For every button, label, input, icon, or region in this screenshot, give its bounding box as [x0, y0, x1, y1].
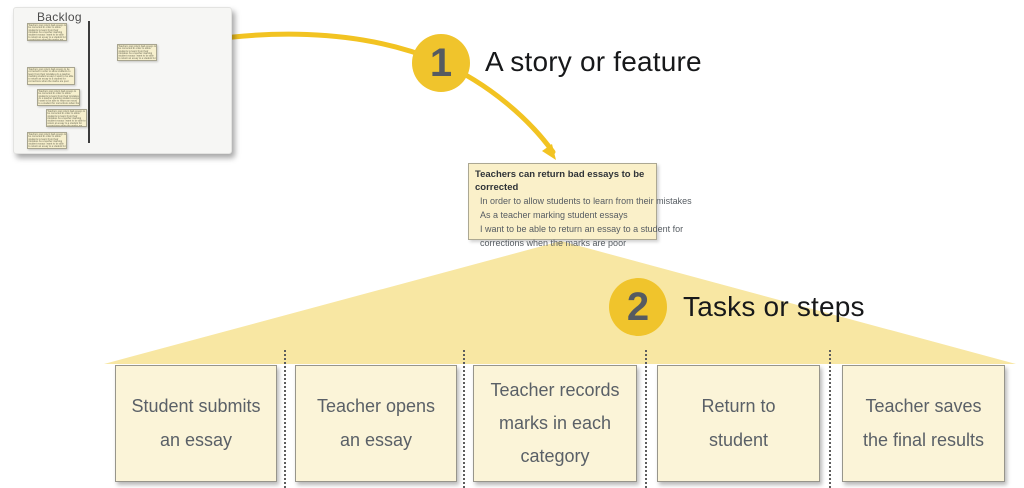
backlog-column-divider [88, 21, 90, 143]
step-1-label: A story or feature [485, 46, 702, 77]
step-1-number: 1 [429, 41, 453, 85]
backlog-sticky-note: Teachers can return bad essays to be cor… [27, 23, 67, 41]
backlog-sticky-note: Teachers can return bad essays to be cor… [27, 132, 67, 149]
step-2-badge: 2 [609, 278, 667, 336]
story-card-title: Teachers can return bad essays to be cor… [475, 169, 645, 193]
task-separator [284, 350, 286, 488]
backlog-sticky-note: Teachers can return bad essays to be cor… [37, 89, 80, 106]
sticky-note-text: Teachers can return bad essays to be cor… [28, 68, 74, 83]
backlog-title: Backlog [37, 10, 82, 24]
backlog-panel: Backlog Teachers can return bad essays t… [13, 7, 232, 154]
backlog-sticky-note: Teachers can return bad essays to be cor… [27, 67, 75, 85]
story-card-line: In order to allow students to learn from… [480, 196, 692, 206]
step-1-badge: 1 [412, 34, 470, 92]
sticky-note-text: Teachers can return bad essays to be cor… [38, 90, 80, 105]
funnel-triangle [104, 241, 1016, 364]
task-separator [463, 350, 465, 488]
backlog-selected-sticky-note: Teachers can return bad essays to be cor… [117, 44, 157, 61]
story-card-line: corrections when the marks are poor [480, 238, 627, 248]
story-card-line: As a teacher marking student essays [480, 210, 628, 220]
sticky-note-text: Teachers can return bad essays to be cor… [28, 24, 67, 41]
sticky-note-text: Teachers can return bad essays to be cor… [118, 45, 157, 60]
task-card: Teacher opens an essay [295, 365, 457, 482]
task-separator [829, 350, 831, 488]
backlog-sticky-note: Teachers can return bad essays to be cor… [46, 109, 87, 127]
task-card: Return to student [657, 365, 820, 482]
task-separator [645, 350, 647, 488]
step-2-number: 2 [626, 285, 650, 329]
arrowhead-icon [542, 144, 556, 160]
sticky-note-text: Teachers can return bad essays to be cor… [47, 110, 86, 127]
sticky-note-text: Teachers can return bad essays to be cor… [28, 133, 67, 148]
task-card: Teacher records marks in each category [473, 365, 637, 482]
step-2-label: Tasks or steps [683, 291, 865, 322]
story-card: Teachers can return bad essays to be cor… [468, 163, 692, 248]
story-card-line: I want to be able to return an essay to … [480, 224, 684, 234]
task-card: Teacher saves the final results [842, 365, 1005, 482]
task-card: Student submits an essay [115, 365, 277, 482]
